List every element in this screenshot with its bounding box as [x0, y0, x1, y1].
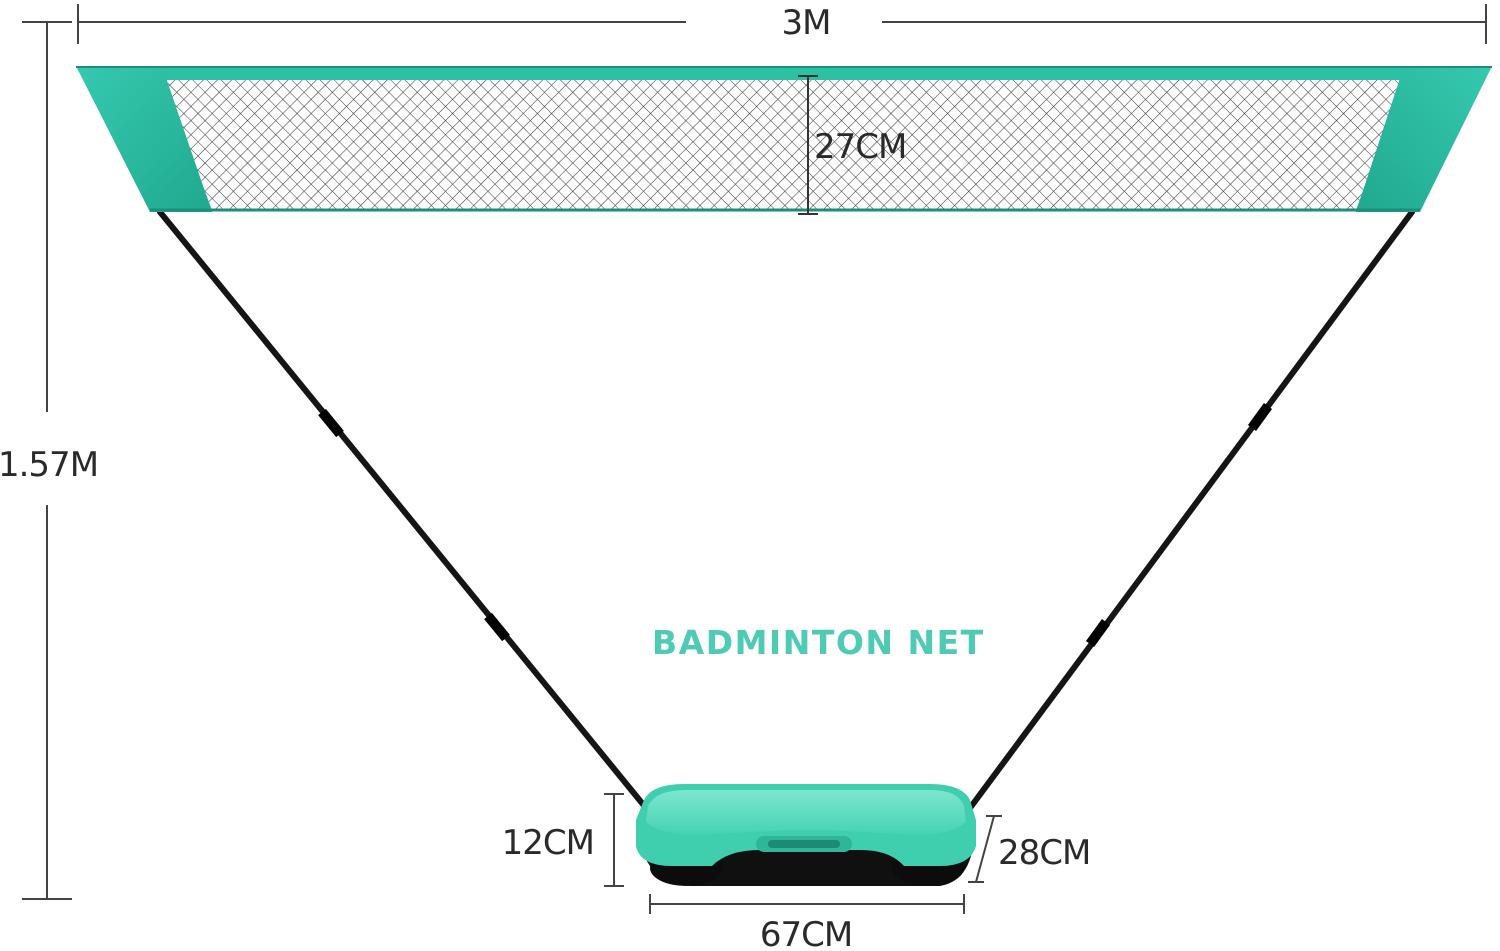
base-depth-dimension: 28CM: [968, 815, 1091, 883]
base-height-label: 12CM: [502, 823, 594, 863]
left-net-flap: [76, 66, 212, 212]
net-mesh: [162, 80, 1404, 210]
base-depth-label: 28CM: [998, 833, 1090, 873]
right-net-flap: [1356, 66, 1492, 212]
net-base: [636, 784, 976, 886]
net-height-label: 27CM: [814, 127, 906, 167]
height-dimension: 1.57M: [0, 21, 99, 900]
width-label: 3M: [782, 3, 831, 43]
net: [76, 66, 1492, 212]
right-pole: [967, 209, 1415, 811]
base-height-dimension: 12CM: [502, 793, 624, 887]
width-dimension: 3M: [77, 3, 1487, 44]
height-label: 1.57M: [0, 445, 98, 485]
product-title: BADMINTON NET: [652, 623, 985, 662]
left-pole: [157, 209, 649, 811]
base-width-label: 67CM: [760, 915, 852, 951]
net-height-dimension: 27CM: [798, 75, 907, 215]
base-width-dimension: 67CM: [649, 894, 965, 951]
